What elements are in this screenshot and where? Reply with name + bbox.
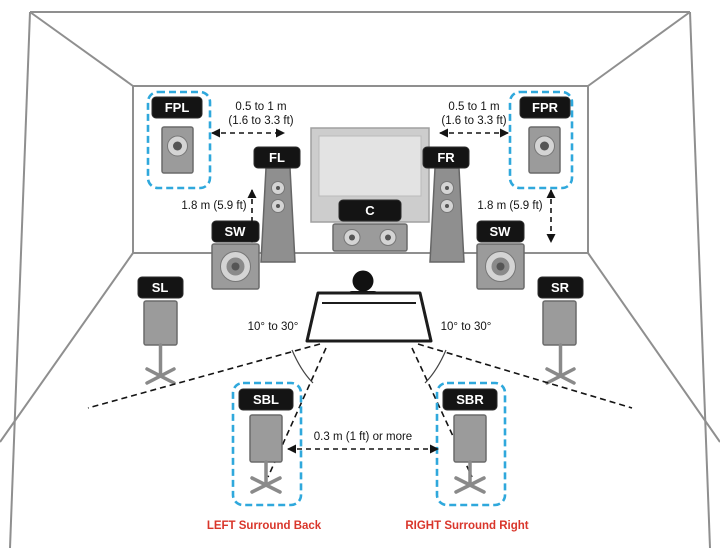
speaker-fpl: FPL [146, 90, 212, 190]
back-wall [132, 85, 589, 254]
couch [305, 291, 433, 343]
angle-line-left-back [267, 347, 327, 478]
speaker-sw-right: SW [476, 220, 525, 290]
speaker-fr: FR [422, 146, 470, 263]
sl-label-text: SL [152, 280, 169, 295]
angle-line-left-surround [87, 343, 321, 409]
sl-label [137, 276, 184, 299]
presence-height-right-label: 1.8 m (5.9 ft) [477, 200, 542, 212]
angle-label-left: 10° to 30° [248, 321, 299, 333]
fpl-highlight-box [146, 90, 212, 190]
sr-label-text: SR [551, 280, 570, 295]
fl-label [253, 146, 301, 169]
angle-line-right-back [411, 347, 473, 478]
angle-label-right: 10° to 30° [441, 321, 492, 333]
ceiling-corner-left [29, 11, 134, 87]
center-label [338, 199, 402, 222]
speaker-sl: SL [137, 276, 184, 385]
sw-left-label [211, 220, 260, 243]
presence-height-left-label: 1.8 m (5.9 ft) [181, 200, 246, 212]
sr-label [537, 276, 584, 299]
sbr-box [453, 414, 487, 463]
sl-box [143, 300, 178, 346]
sbl-box [249, 414, 283, 463]
measurements: 0.5 to 1 m (1.6 to 3.3 ft) 0.5 to 1 m (1… [181, 101, 556, 454]
sr-stand [545, 343, 576, 385]
fpl-label-text: FPL [165, 100, 190, 115]
sw-right-label-text: SW [490, 224, 512, 239]
sw-right-label [476, 220, 525, 243]
speaker-fl: FL [253, 146, 301, 263]
speaker-sbl: SBL [231, 381, 303, 507]
sbl-label [238, 388, 294, 411]
surround-back-spacing-label: 0.3 m (1 ft) or more [314, 431, 412, 443]
sbl-stand [250, 460, 282, 494]
speaker-sr: SR [537, 276, 584, 385]
speaker-sbr: SBR [435, 381, 507, 507]
fpr-label-text: FPR [532, 100, 559, 115]
presence-offset-right-line1: 0.5 to 1 m [448, 101, 499, 113]
floor-edge-right [587, 252, 720, 443]
sbr-label-text: SBR [456, 392, 484, 407]
angle-line-right-surround [417, 343, 633, 409]
left-wall-edge [9, 11, 31, 548]
tv-screen [318, 135, 422, 197]
angle-arc-right [424, 349, 447, 384]
presence-offset-left-line1: 0.5 to 1 m [235, 101, 286, 113]
sbr-stand [454, 460, 486, 494]
room-outline [0, 11, 720, 548]
fr-label [422, 146, 470, 169]
presence-offset-left-line2: (1.6 to 3.3 ft) [228, 115, 293, 127]
floor-edge-left [0, 252, 134, 443]
captions: LEFT Surround Back RIGHT Surround Right [207, 520, 529, 532]
speaker-sw-left: SW [211, 220, 260, 290]
speaker-fpr: FPR [508, 90, 574, 190]
presence-offset-right-line2: (1.6 to 3.3 ft) [441, 115, 506, 127]
center-label-text: C [365, 203, 375, 218]
sbr-highlight-box [435, 381, 507, 507]
fl-label-text: FL [269, 150, 285, 165]
angle-arc-left [291, 349, 314, 384]
listener-head [352, 270, 374, 292]
sbl-highlight-box [231, 381, 303, 507]
fpr-highlight-box [508, 90, 574, 190]
caption-surround-back-left: LEFT Surround Back [207, 520, 322, 532]
listening-position [305, 270, 433, 343]
ceiling-corner-right [587, 11, 691, 87]
sw-left-label-text: SW [225, 224, 247, 239]
sr-box [542, 300, 577, 346]
sbr-label [442, 388, 498, 411]
fr-label-text: FR [437, 150, 455, 165]
right-wall-edge [689, 11, 711, 548]
speaker-center: C [332, 199, 408, 252]
surround-angle-guides: 10° to 30° 10° to 30° [87, 321, 633, 478]
fpl-label [151, 96, 203, 119]
caption-surround-back-right: RIGHT Surround Right [405, 520, 528, 532]
sl-stand [145, 343, 176, 385]
fpr-label [519, 96, 571, 119]
sbl-label-text: SBL [253, 392, 279, 407]
